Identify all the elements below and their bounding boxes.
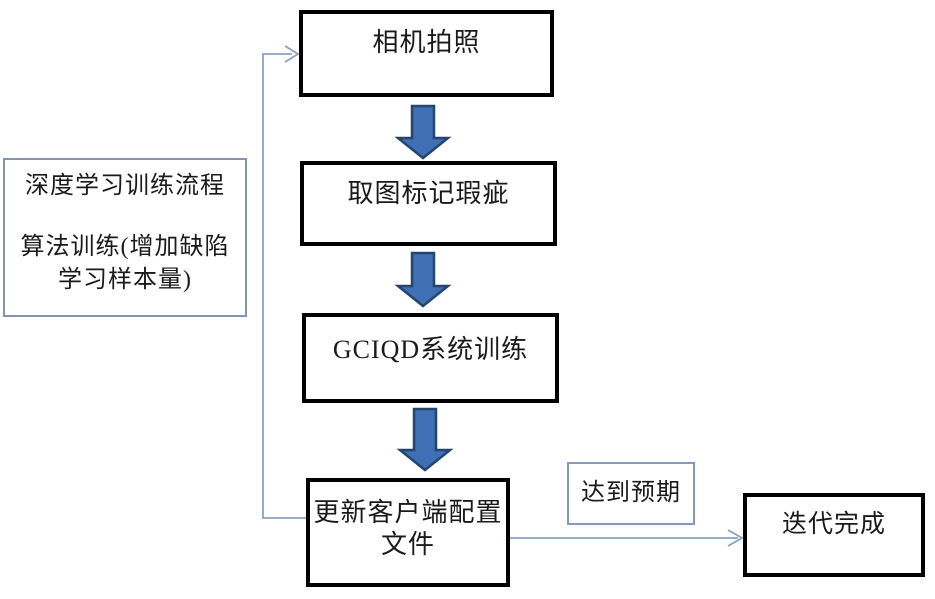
node-update-config-label-line2: 文件 — [380, 530, 435, 559]
note-training-process: 深度学习训练流程 算法训练(增加缺陷 学习样本量) — [3, 158, 247, 317]
node-system-training: GCIQD系统训练 — [302, 313, 559, 403]
feedback-loop-line — [262, 53, 306, 519]
note-training-process-line1: 深度学习训练流程 — [25, 173, 225, 199]
node-iteration-done-label: 迭代完成 — [781, 511, 886, 538]
node-iteration-done: 迭代完成 — [743, 493, 925, 577]
note-training-process-line3: 学习样本量) — [58, 267, 192, 293]
label-expectation-met-text: 达到预期 — [581, 480, 681, 506]
node-camera-capture-label: 相机拍照 — [372, 28, 481, 57]
node-update-config: 更新客户端配置 文件 — [306, 478, 510, 587]
label-expectation-met: 达到预期 — [567, 462, 695, 525]
node-update-config-label-line1: 更新客户端配置 — [313, 498, 503, 527]
node-mark-defects: 取图标记瑕疵 — [300, 161, 557, 246]
node-camera-capture: 相机拍照 — [299, 10, 554, 97]
feedback-loop-arrowhead-icon — [284, 45, 300, 63]
done-connector-arrowhead-icon — [727, 529, 744, 547]
node-system-training-label: GCIQD系统训练 — [332, 335, 529, 364]
note-training-process-line2: 算法训练(增加缺陷 — [20, 234, 230, 260]
down-block-arrow-icon — [394, 104, 452, 160]
down-block-arrow-icon — [396, 407, 454, 472]
down-block-arrow-icon — [394, 251, 452, 308]
node-mark-defects-label: 取图标记瑕疵 — [347, 179, 510, 208]
note-line-spacer — [5, 203, 245, 231]
